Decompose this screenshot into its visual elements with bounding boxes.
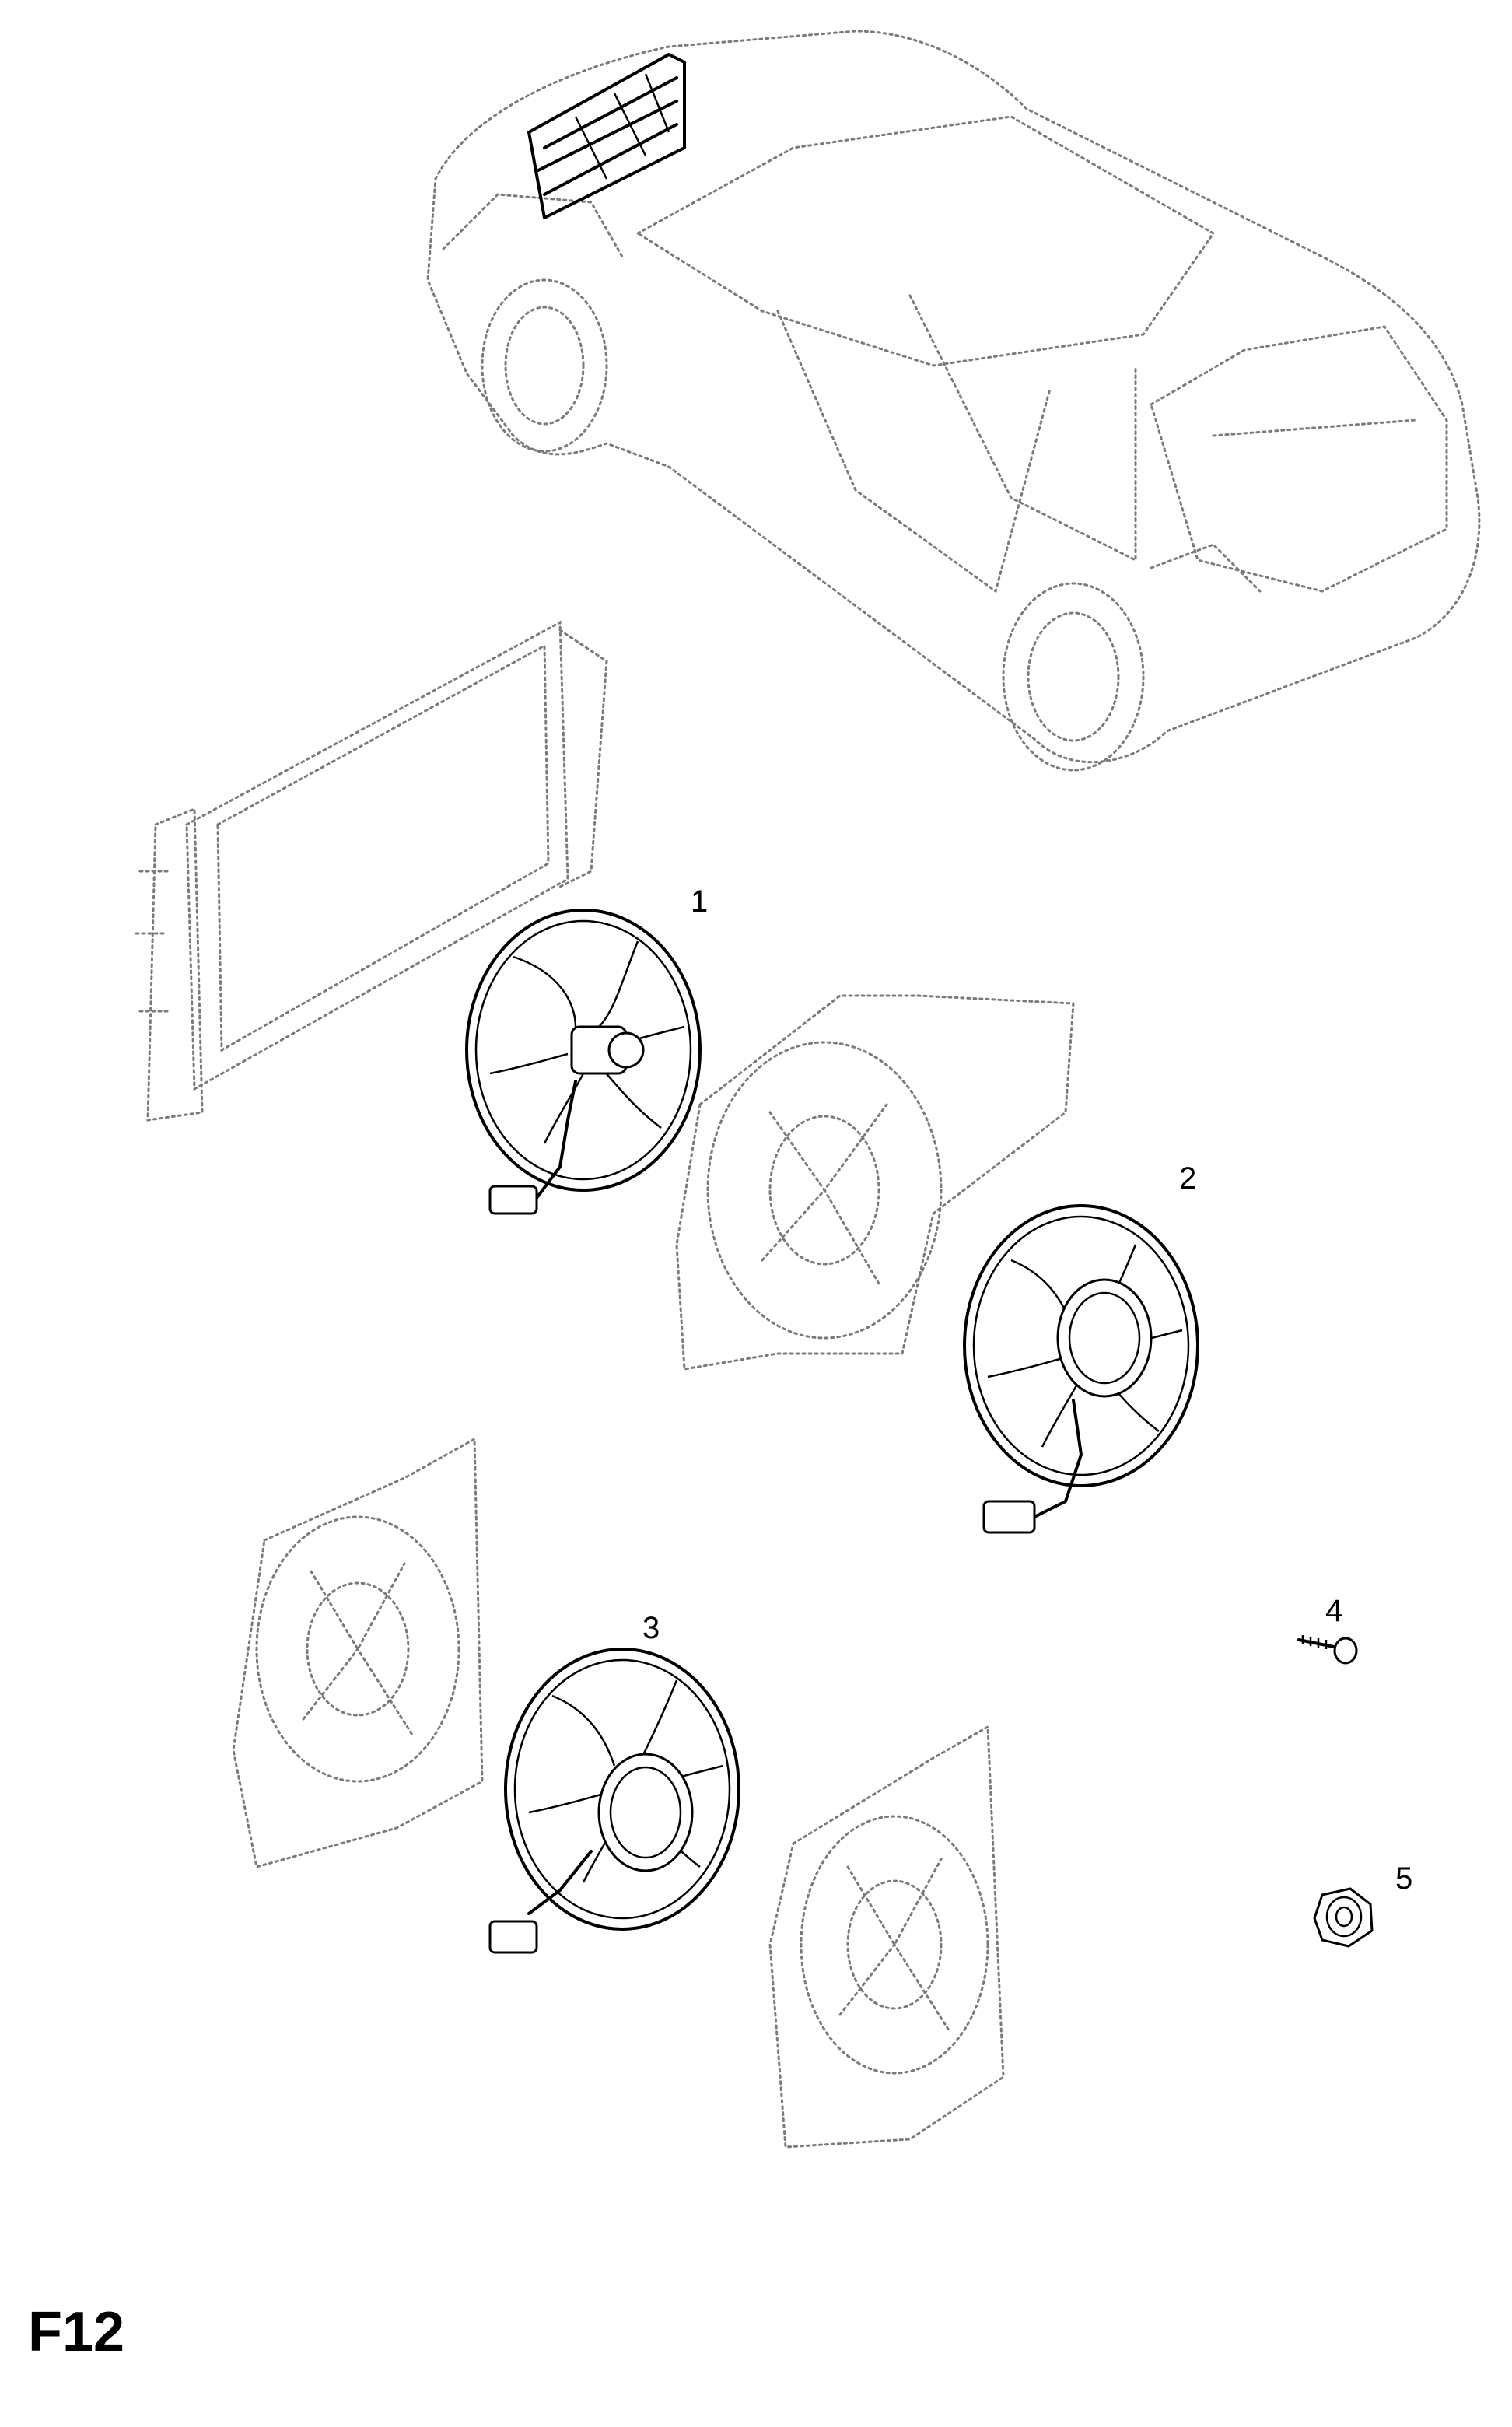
- fan-shroud-outline-1: [675, 994, 1075, 1371]
- callout-5: 5: [1395, 1861, 1412, 1896]
- fan-shroud-outline-3: [768, 1725, 1005, 2149]
- vehicle-fan-location-highlight: [527, 53, 686, 219]
- nut-part: [1313, 1887, 1374, 1948]
- radiator-outline: [135, 620, 608, 1122]
- callout-2: 2: [1179, 1161, 1196, 1196]
- fan-motor-assembly-2: [963, 1204, 1199, 1534]
- callout-3: 3: [642, 1611, 660, 1645]
- figure-code: F12: [28, 2301, 125, 2363]
- fan-motor-assembly-1: [465, 909, 702, 1215]
- fan-motor-assembly-3: [488, 1648, 740, 1954]
- fan-shroud-outline-2: [232, 1437, 484, 1868]
- callout-4: 4: [1325, 1594, 1342, 1628]
- callout-1: 1: [691, 884, 708, 919]
- bolt-part: [1297, 1635, 1358, 1665]
- vehicle-outline: [426, 30, 1481, 772]
